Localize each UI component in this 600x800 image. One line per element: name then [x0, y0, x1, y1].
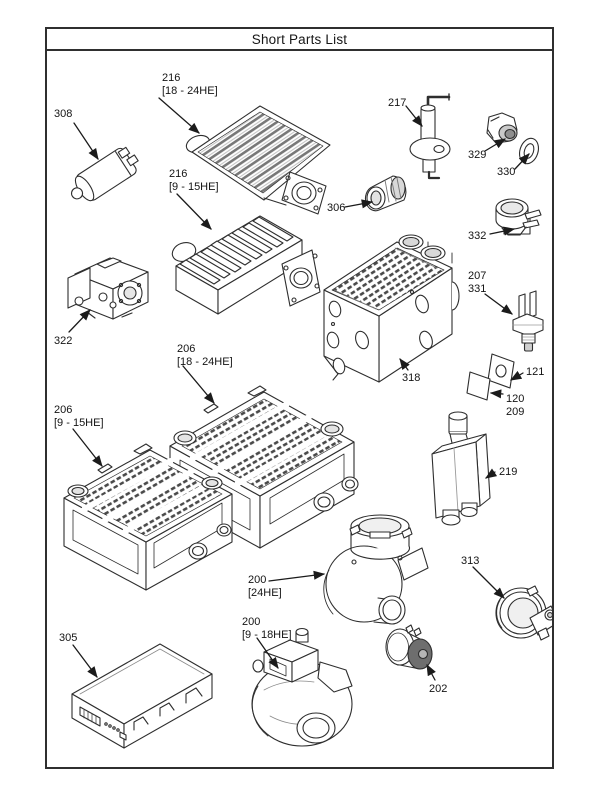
part-329-illustration — [486, 112, 518, 144]
diagram-sheet: Short Parts List — [45, 27, 554, 769]
part-label-332: 332 — [468, 230, 486, 243]
part-label-200-9-18: 200[9 - 18HE] — [242, 616, 292, 641]
part-ref: 331 — [468, 282, 487, 295]
part-ref: 206 — [54, 404, 73, 416]
part-121-illustration — [487, 353, 515, 389]
part-label-219: 219 — [499, 466, 517, 479]
part-variant: [9 - 15HE] — [54, 416, 104, 429]
part-label-322: 322 — [54, 335, 72, 348]
part-ref: 308 — [54, 108, 73, 120]
part-label-329: 329 — [468, 149, 486, 162]
part-200-918-illustration — [251, 627, 353, 747]
part-label-217: 217 — [388, 97, 406, 110]
part-ref: 332 — [468, 230, 487, 242]
part-ref: 206 — [177, 343, 196, 355]
part-219-illustration — [431, 411, 491, 526]
part-label-330: 330 — [497, 166, 515, 179]
part-306-illustration — [364, 175, 407, 212]
part-ref: 306 — [327, 202, 346, 214]
part-202-illustration — [385, 624, 433, 670]
part-label-216-18-24: 216[18 - 24HE] — [162, 72, 218, 97]
part-ref: 207 — [468, 270, 487, 282]
title-bar: Short Parts List — [47, 29, 552, 51]
part-label-305: 305 — [59, 632, 77, 645]
part-label-308: 308 — [54, 108, 72, 121]
part-332-illustration — [495, 198, 542, 236]
part-label-216-9-15: 216[9 - 15HE] — [169, 168, 219, 193]
part-ref: 216 — [162, 72, 181, 84]
part-variant: [18 - 24HE] — [177, 355, 233, 368]
part-ref: 219 — [499, 466, 518, 478]
part-variant: [9 - 18HE] — [242, 628, 292, 641]
part-217-illustration — [409, 93, 451, 180]
part-ref: 120 — [506, 393, 525, 405]
page-title: Short Parts List — [251, 31, 348, 47]
part-120-209-illustration — [466, 371, 491, 401]
part-ref: 329 — [468, 149, 487, 161]
part-ref: 318 — [402, 372, 421, 384]
part-label-200-24: 200[24HE] — [248, 574, 282, 599]
part-ref: 313 — [461, 555, 480, 567]
part-216-9-15-illustration — [171, 215, 321, 315]
part-label-318: 318 — [402, 372, 420, 385]
part-206-9-15-illustration — [63, 443, 233, 591]
part-variant: [24HE] — [248, 586, 282, 599]
part-207-331-illustration — [512, 290, 544, 352]
part-305-illustration — [71, 643, 213, 749]
part-ref: 200 — [248, 574, 267, 586]
part-330-illustration — [518, 137, 540, 165]
part-label-306: 306 — [327, 202, 345, 215]
part-label-206-9-15: 206[9 - 15HE] — [54, 404, 104, 429]
part-ref: 322 — [54, 335, 73, 347]
part-ref: 200 — [242, 616, 261, 628]
part-label-202: 202 — [429, 683, 447, 696]
part-308-illustration — [70, 146, 139, 202]
part-label-313: 313 — [461, 555, 479, 568]
part-ref: 330 — [497, 166, 516, 178]
part-322-illustration — [67, 257, 149, 320]
part-ref: 217 — [388, 97, 407, 109]
part-variant: [18 - 24HE] — [162, 84, 218, 97]
part-ref: 209 — [506, 405, 525, 418]
part-ref: 202 — [429, 683, 448, 695]
part-ref: 121 — [526, 366, 545, 378]
part-label-121: 121 — [526, 366, 544, 379]
parts-diagram-canvas — [63, 93, 552, 749]
part-216-18-24-illustration — [185, 105, 331, 215]
part-ref: 305 — [59, 632, 78, 644]
part-variant: [9 - 15HE] — [169, 180, 219, 193]
part-ref: 216 — [169, 168, 188, 180]
leader-arrows — [68, 97, 530, 681]
part-313-illustration — [495, 585, 552, 641]
part-label-206-18-24: 206[18 - 24HE] — [177, 343, 233, 368]
part-318-illustration — [323, 234, 460, 383]
part-200-24-illustration — [323, 514, 429, 625]
